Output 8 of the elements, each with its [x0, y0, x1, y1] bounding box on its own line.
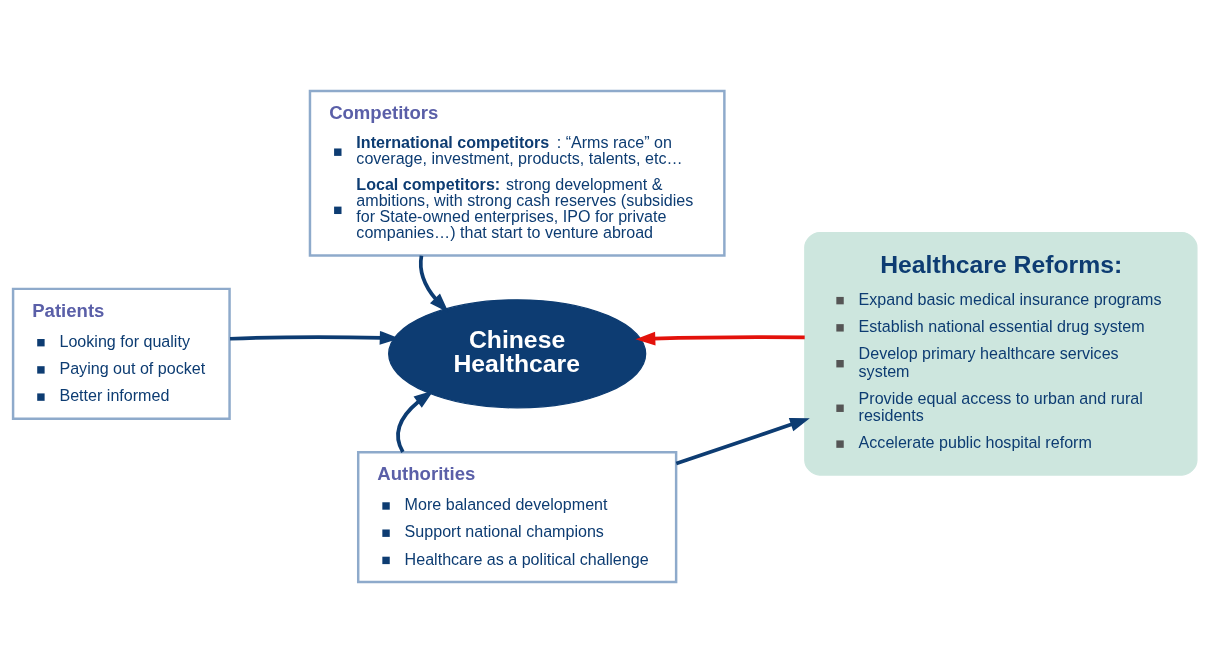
arrow	[635, 331, 805, 346]
node-box: Patients Looking for quality Paying out of pocket Better informed	[11, 287, 231, 420]
node-box: Authorities More balanced development Support national champions Healthcare as a political challenge	[356, 450, 678, 583]
arrow	[396, 389, 434, 453]
node-box: Competitors International competitors: “Arms race” on coverage, investment, products, talents, etc… Local competitors: strong development & ambitions, with strong cash reserves (subsidies for State-owned enterprises, IPO for private companies…) that start to venture abroad	[308, 89, 726, 257]
node-box: Healthcare Reforms: Expand basic medical insurance programs Establish national essential drug system Develop primary healthcare services system Provide equal access to urban and rural residents Accelerate public hospital reform	[804, 231, 1198, 476]
arrow	[675, 417, 810, 465]
arrow	[418, 255, 449, 313]
